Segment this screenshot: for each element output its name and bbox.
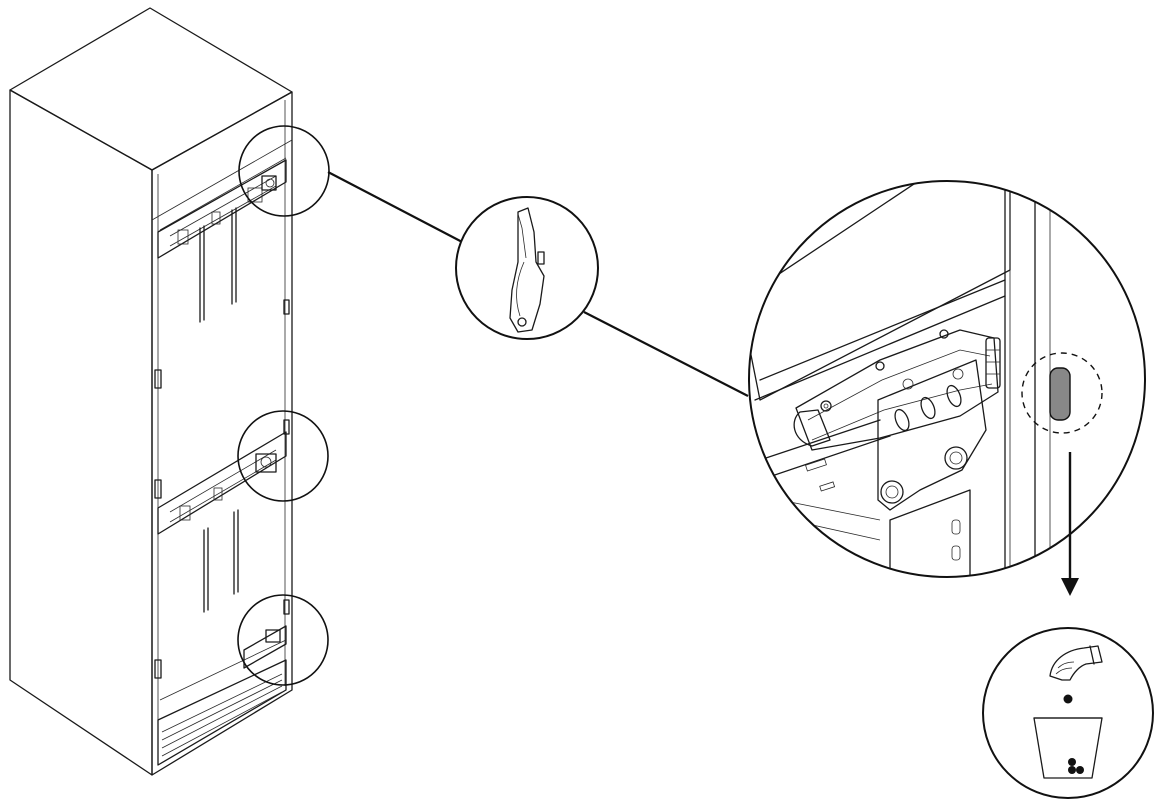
top-hinge-callout-circle: [238, 125, 330, 217]
cabinet-side-panel: [9, 89, 153, 776]
disposal-callout: [982, 627, 1154, 799]
hinge-detail-callout: [748, 180, 1146, 578]
cabinet-top: [9, 7, 293, 171]
down-arrow-icon: [1061, 452, 1079, 596]
top-hinge-bracket: [157, 159, 287, 259]
cabinet-front-frame: [151, 91, 293, 776]
leader-line-to-tool: [327, 171, 467, 245]
hand-dropping-icon: [1049, 645, 1103, 681]
hinge-mechanism: [793, 329, 1001, 577]
box-cutter-icon: [509, 207, 545, 333]
cabinet-overview: [9, 7, 293, 776]
waste-bin-icon: [1033, 717, 1103, 779]
dashed-highlight-circle: [1021, 352, 1103, 434]
middle-hinge-bracket: [157, 431, 287, 535]
leader-line-to-detail: [583, 311, 749, 397]
falling-part-dot: [1063, 694, 1073, 704]
tool-callout: [455, 196, 599, 340]
hinge-cover-cap: [1049, 367, 1071, 421]
middle-hinge-callout-circle: [237, 410, 329, 502]
bottom-hinge-callout-circle: [237, 594, 329, 686]
bottom-vent-grille: [157, 659, 287, 766]
